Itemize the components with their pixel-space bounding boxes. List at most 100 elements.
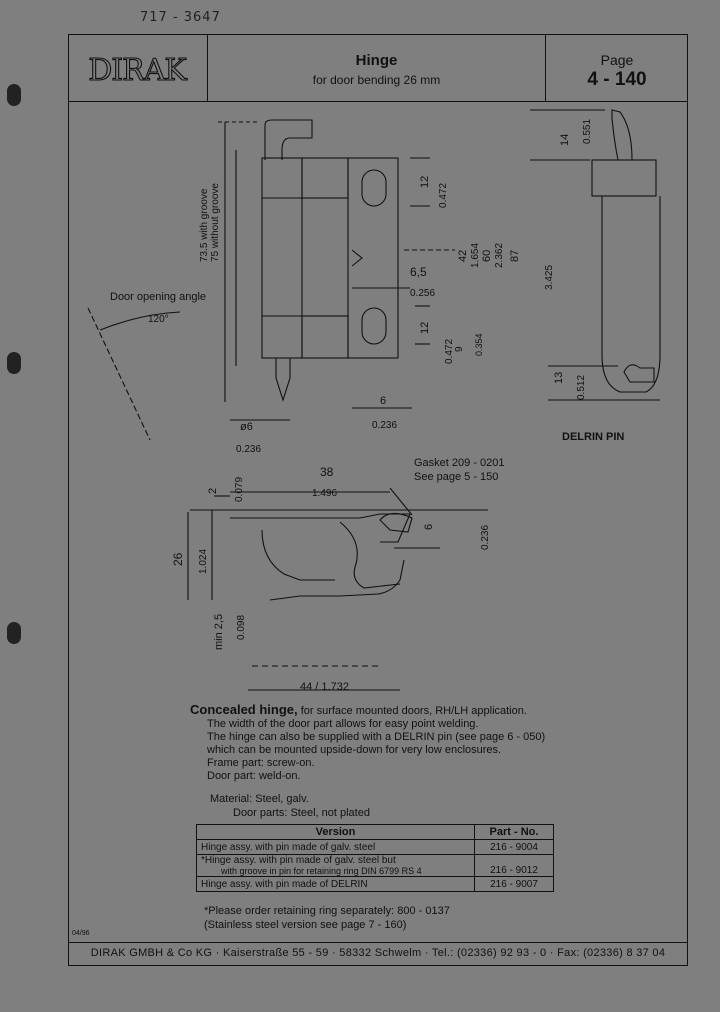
table-row: *Hinge assy. with pin made of galv. stee…	[196, 854, 554, 877]
title-block: DIRAK Hinge for door bending 26 mm Page …	[68, 34, 688, 102]
edition-date: 04/96	[72, 930, 90, 937]
dim-phi6: ø6	[240, 421, 253, 433]
hinge-pin-top	[264, 119, 313, 160]
gasket-shape	[379, 512, 413, 533]
hinge-frame-leaf	[261, 157, 303, 359]
sec-dim-1496: 1.496	[312, 488, 337, 499]
dim-0256: 0.256	[410, 288, 435, 299]
page-label: Page	[600, 52, 634, 68]
delrin-pin-collar	[591, 159, 657, 197]
description-block: Concealed hinge, for surface mounted doo…	[190, 703, 610, 783]
description-line: Door part: weld-on.	[207, 770, 301, 782]
dim-75: 75 without groove	[210, 183, 221, 262]
description-line: Frame part: screw-on.	[207, 757, 315, 769]
dirak-logo-text: DIRAK	[88, 53, 187, 88]
hinge-pin-tip	[275, 358, 291, 402]
dim-0354: 0.354	[474, 333, 484, 356]
dim-6: 6	[380, 395, 386, 407]
technical-drawing: 73.5 with groove 75 without groove 12 0.…	[87, 109, 661, 693]
sec-dim-2: 2	[207, 488, 219, 494]
sec-dim-44: 44 / 1.732	[300, 681, 349, 693]
dim-9: 9	[454, 346, 465, 352]
dim-0236-b: 0.236	[372, 420, 397, 431]
punch-hole	[7, 622, 21, 644]
part-number-cell: 216 - 9004	[474, 839, 554, 855]
title-cell: Hinge for door bending 26 mm	[208, 34, 546, 101]
version-cell: Hinge assy. with pin made of DELRIN	[196, 876, 475, 892]
door-angle-label: Door opening angle	[110, 291, 206, 303]
version-cell: Hinge assy. with pin made of galv. steel	[196, 839, 475, 855]
page-number: 4 - 140	[587, 69, 647, 90]
column-header-part-no: Part - No.	[474, 824, 554, 840]
sec-dim-0098: 0.098	[236, 615, 247, 640]
page-subtitle: for door bending 26 mm	[312, 73, 441, 87]
table-row: Hinge assy. with pin made of galv. steel…	[196, 839, 554, 855]
logo-cell: DIRAK	[68, 34, 208, 101]
version-table: Version Part - No. Hinge assy. with pin …	[196, 824, 554, 892]
dim-0236-a: 0.236	[236, 444, 261, 455]
sheet-frame	[68, 34, 688, 966]
sec-dim-26: 26	[171, 552, 185, 566]
note-line: *Please order retaining ring separately:…	[204, 905, 450, 917]
section-frame-profile	[230, 513, 411, 543]
hinge-door-leaf	[347, 157, 399, 359]
dim-87: 87	[509, 250, 521, 262]
gasket-page: See page 5 - 150	[414, 471, 498, 483]
dim-12-top: 12	[419, 176, 431, 188]
pin-dim-0512: 0.512	[576, 375, 587, 400]
section-door-profile	[339, 521, 401, 589]
sec-dim-0079: 0.079	[234, 477, 245, 502]
notes-block: *Please order retaining ring separately:…	[204, 904, 450, 932]
page-cell: Page 4 - 140	[546, 34, 688, 101]
handwritten-note: 717 - 3647	[140, 10, 221, 25]
version-cell: *Hinge assy. with pin made of galv. stee…	[196, 854, 475, 877]
sec-dim-0236: 0.236	[480, 525, 491, 550]
sec-dim-min-2-5: min 2,5	[213, 614, 225, 650]
section-curve	[261, 529, 335, 581]
table-row: Hinge assy. with pin made of DELRIN 216 …	[196, 876, 554, 892]
door-angle-value: 120°	[148, 314, 169, 325]
punch-hole	[7, 352, 21, 374]
footer-divider	[68, 942, 688, 943]
dim-73-5: 73.5 with groove	[199, 188, 210, 262]
dirak-logo: DIRAK	[88, 52, 189, 88]
dim-0472-top: 0.472	[438, 183, 449, 208]
page-title: Hinge	[355, 52, 398, 69]
dim-60: 60	[481, 250, 493, 262]
dim-3425: 3.425	[544, 265, 555, 290]
description-line: The width of the door part allows for ea…	[207, 718, 479, 730]
part-number-cell: 216 - 9012	[474, 854, 554, 877]
sec-dim-38: 38	[320, 465, 334, 479]
description-line: which can be mounted upside-down for ver…	[207, 744, 502, 756]
sec-dim-1024: 1.024	[198, 549, 209, 574]
delrin-pin-label: DELRIN PIN	[562, 431, 624, 443]
dim-2362: 2.362	[494, 243, 505, 268]
description-title-rest: for surface mounted doors, RH/LH applica…	[297, 705, 527, 717]
dim-12-bottom: 12	[419, 322, 431, 334]
punch-hole	[7, 84, 21, 106]
delrin-pin-tip	[623, 364, 655, 383]
material-line: Door parts: Steel, not plated	[233, 807, 370, 819]
description-line: The hinge can also be supplied with a DE…	[207, 731, 546, 743]
company-footer: DIRAK GMBH & Co KG · Kaiserstraße 55 - 5…	[90, 947, 666, 959]
dim-1654: 1.654	[470, 243, 481, 268]
version-subtext: with groove in pin for retaining ring DI…	[221, 866, 422, 876]
hinge-knuckle-top	[301, 157, 349, 199]
material-block: Material: Steel, galv. Door parts: Steel…	[210, 792, 370, 820]
note-line: (Stainless steel version see page 7 - 16…	[204, 919, 407, 931]
hinge-arrow-mark	[351, 249, 363, 267]
dim-6-5: 6,5	[410, 265, 427, 279]
description-title: Concealed hinge,	[190, 702, 298, 717]
hinge-slot-top	[361, 169, 387, 207]
part-number-cell: 216 - 9007	[474, 876, 554, 892]
delrin-pin-top	[611, 109, 633, 161]
sec-dim-6: 6	[423, 524, 435, 530]
hinge-slot-bottom	[361, 307, 387, 345]
dim-42: 42	[457, 250, 469, 262]
version-text: *Hinge assy. with pin made of galv. stee…	[201, 855, 396, 866]
pin-dim-14: 14	[559, 134, 571, 146]
gasket-label: Gasket 209 - 0201	[414, 457, 505, 469]
table-header-row: Version Part - No.	[196, 824, 554, 840]
material-line: Material: Steel, galv.	[210, 793, 309, 805]
